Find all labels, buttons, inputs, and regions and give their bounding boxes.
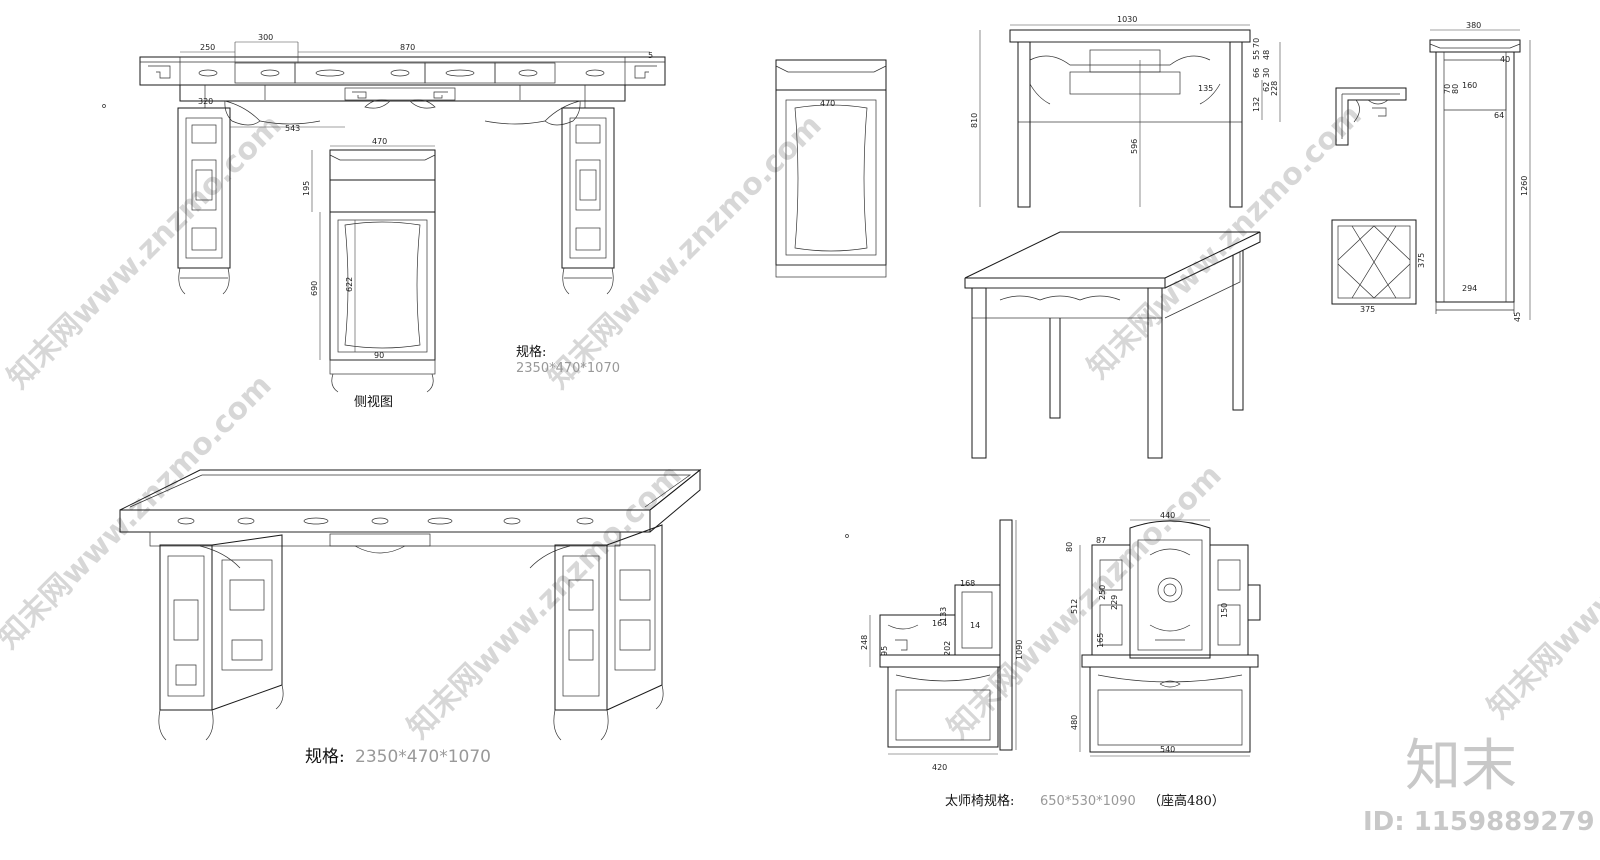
dim-label: 248 — [860, 635, 869, 650]
dim-label: 30 — [1262, 68, 1271, 78]
image-id: ID: 1159889279 — [1363, 807, 1595, 837]
dim-label: 1260 — [1520, 176, 1529, 196]
dim-label: 48 — [1262, 50, 1271, 60]
panel-details: 375 375 — [1331, 87, 1426, 314]
watermark-text: 知末网www.znzmo.com — [941, 458, 1229, 746]
dim-label: 540 — [1160, 745, 1175, 754]
dim-label: 66 — [1252, 68, 1261, 78]
dim-label: 470 — [372, 137, 387, 146]
dim-label: 87 — [1096, 536, 1106, 545]
watermark-text: 知末网www.znzmo.com — [401, 458, 689, 746]
spec-label: 规格: — [305, 747, 345, 767]
desk-perspective: 规格: 2350*470*1070 — [119, 468, 702, 767]
dim-label: 132 — [1252, 97, 1261, 112]
dim-label: 622 — [345, 277, 354, 292]
dim-label: 420 — [932, 763, 947, 772]
dim-label: 5 — [648, 51, 653, 60]
watermark-text: 知末网www.znzmo.com — [1, 108, 289, 396]
watermark-text: 知末网www.znzmo.com — [0, 368, 279, 656]
dim-label: 64 — [1494, 111, 1504, 120]
dim-label: 320 — [198, 97, 213, 106]
dim-label: 229 — [1110, 595, 1119, 610]
dim-label: 690 — [310, 281, 319, 296]
chair-front-view: 440 80 87 512 250 150 229 165 480 540 — [1065, 511, 1261, 757]
watermark-text: 知末网www.znzmo.com — [1481, 438, 1600, 726]
dim-label: 543 — [285, 124, 300, 133]
watermark-layer: 知末网www.znzmo.com 知末网www.znzmo.com 知末网www… — [0, 98, 1600, 746]
dim-label: 45 — [1513, 312, 1522, 322]
dim-label: 375 — [1417, 253, 1426, 268]
dim-label: 195 — [302, 181, 311, 196]
dim-label: 470 — [820, 99, 835, 108]
dim-label: 164 — [932, 619, 947, 628]
dim-label: 294 — [1462, 284, 1477, 293]
dim-label: 168 — [960, 579, 975, 588]
dim-label: 228 — [1270, 81, 1279, 96]
chair-spec-value: 650*530*1090 — [1040, 794, 1136, 809]
dim-label: 70 — [1443, 84, 1452, 94]
dim-label: 55 — [1252, 50, 1261, 60]
watermark-text: 知末网www.znzmo.com — [541, 108, 829, 396]
dim-label: 160 — [1462, 81, 1477, 90]
dim-label: 810 — [970, 113, 979, 128]
dim-label: 150 — [1220, 603, 1229, 618]
dim-label: 480 — [1070, 715, 1079, 730]
dim-label: 40 — [1500, 55, 1510, 64]
square-table-front: 1030 810 596 228 132 135 70 55 48 66 30 … — [970, 15, 1281, 208]
dim-label: 596 — [1130, 139, 1139, 154]
dim-label: 135 — [1198, 84, 1213, 93]
dim-label: 14 — [970, 621, 980, 630]
dim-label: 440 — [1160, 511, 1175, 520]
dim-label: 300 — [258, 33, 273, 42]
dim-label: 80 — [1451, 84, 1460, 94]
dim-label: 62 — [1262, 82, 1271, 92]
spec-label: 规格: — [516, 344, 546, 360]
dim-label: 80 — [1065, 542, 1074, 552]
dim-label: 250 — [1098, 585, 1107, 600]
dim-label: 250 — [200, 43, 215, 52]
chair-seat-note: （座高480） — [1148, 793, 1225, 809]
watermark-text: 知末网www.znzmo.com — [1081, 98, 1369, 386]
spec-value: 2350*470*1070 — [355, 747, 491, 767]
dim-label: 1030 — [1117, 15, 1137, 24]
dim-label: 90 — [374, 351, 384, 360]
side-view-caption: 侧视图 — [354, 395, 393, 410]
chair-side-view: 168 133 164 14 202 248 95 1090 420 — [845, 519, 1024, 772]
dim-label: 202 — [943, 641, 952, 656]
dim-label: 870 — [400, 43, 415, 52]
desk-side-view: 470 195 690 622 90 侧视图 规格: 2350*470*1070 — [302, 137, 620, 410]
dim-label: 375 — [1360, 305, 1375, 314]
spec-value: 2350*470*1070 — [516, 361, 620, 376]
dim-label: 133 — [939, 607, 948, 622]
dim-label: 380 — [1466, 21, 1481, 30]
chair-spec-label: 太师椅规格: — [945, 793, 1014, 809]
dim-label: 165 — [1096, 633, 1105, 648]
cabinet-elevation: 470 — [775, 59, 887, 278]
dim-label: 1090 — [1015, 640, 1024, 660]
dim-label: 70 — [1252, 38, 1261, 48]
znzmo-logo: 知末 — [1405, 734, 1517, 799]
tall-cabinet-side: 380 1260 70 160 64 40 294 45 80 — [1429, 21, 1531, 322]
desk-front-elevation: 250 300 870 5 320 543 — [102, 33, 666, 295]
dim-label: 95 — [880, 646, 889, 656]
square-table-perspective — [964, 231, 1261, 459]
dim-label: 512 — [1070, 599, 1079, 614]
